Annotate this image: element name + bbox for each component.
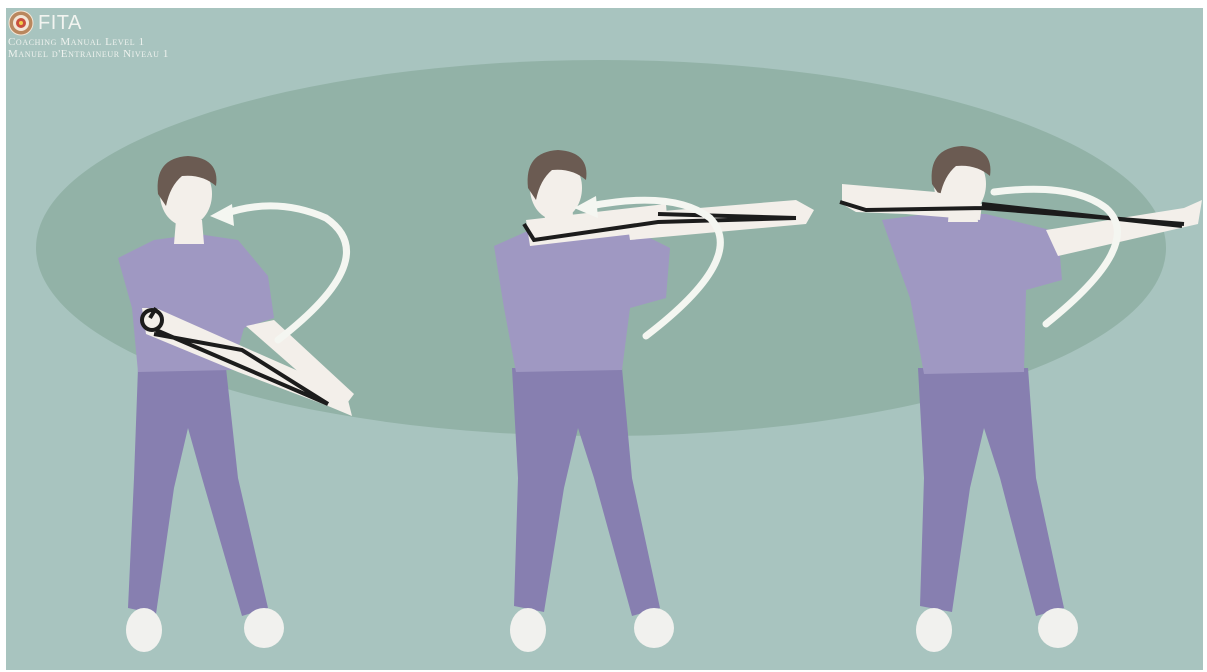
right-shoe	[244, 608, 284, 648]
exercise-illustration	[6, 8, 1203, 670]
left-shoe	[126, 608, 162, 652]
header: FITA Coaching Manual Level 1 Manuel d'En…	[8, 10, 169, 60]
trousers	[128, 368, 268, 616]
subtitle-line-1: Coaching Manual Level 1	[8, 36, 169, 48]
left-shoe	[916, 608, 952, 652]
right-shoe	[634, 608, 674, 648]
logo-row: FITA	[8, 10, 169, 36]
subtitle-line-2: Manuel d'Entraineur Niveau 1	[8, 48, 169, 60]
brand-title: FITA	[38, 12, 82, 34]
left-shoe	[510, 608, 546, 652]
trousers	[918, 368, 1064, 616]
fita-emblem-icon	[8, 10, 34, 36]
right-shoe	[1038, 608, 1078, 648]
illustration-panel: FITA Coaching Manual Level 1 Manuel d'En…	[6, 8, 1203, 670]
